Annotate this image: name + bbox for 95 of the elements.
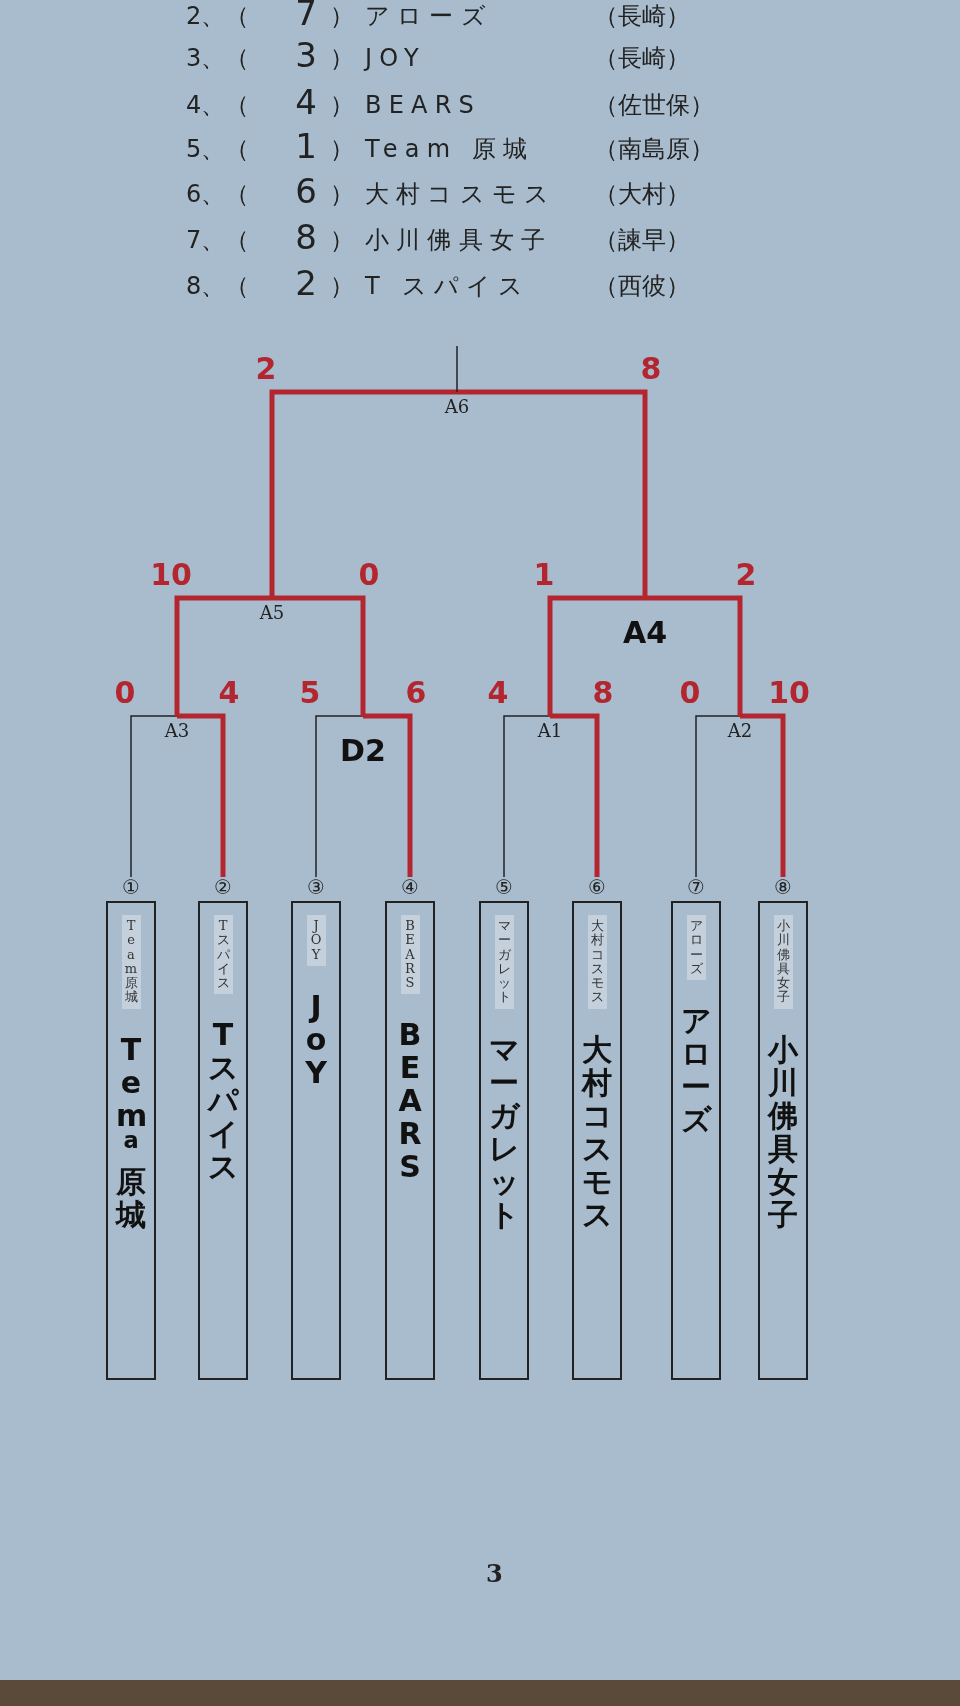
handwritten-seed: 4 — [294, 85, 318, 119]
printed-name: Tスパイス — [213, 915, 233, 995]
printed-name: 大村コスモス — [587, 915, 607, 1009]
printed-name: Team原城 — [121, 915, 141, 1009]
score-label: 4 — [486, 678, 510, 708]
team-name: T スパイス — [365, 271, 531, 302]
match-label: A6 — [417, 392, 497, 419]
seed-number: ⑤ — [495, 877, 513, 901]
handwritten-seed: 2 — [294, 266, 318, 300]
bracket-line — [456, 345, 458, 393]
team-name: JOY — [365, 43, 426, 74]
list-number: 7、（ — [186, 225, 250, 256]
handwritten-seed: 1 — [294, 129, 318, 163]
printed-name: マーガレット — [494, 915, 514, 1009]
list-paren: ） — [330, 134, 354, 165]
bracket-line — [315, 715, 364, 878]
team-name: Team 原城 — [365, 134, 535, 165]
handwritten-name: JoY — [304, 989, 328, 1089]
team-region: （西彼） — [594, 271, 690, 302]
match-label: A5 — [232, 598, 312, 625]
team-name: アローズ — [365, 1, 493, 32]
score-label: 2 — [734, 560, 758, 590]
bracket-line — [272, 595, 366, 716]
list-number: 8、（ — [186, 271, 250, 302]
handwritten-name: 大村コスモス — [582, 1032, 612, 1231]
score-label: 0 — [678, 678, 702, 708]
seed-number: ④ — [401, 877, 419, 901]
page-number: 3 — [486, 1558, 503, 1590]
bracket-line — [740, 713, 786, 877]
team-region: （大村） — [594, 179, 690, 210]
bracket-line — [269, 389, 457, 598]
score-label: 5 — [298, 678, 322, 708]
bracket-line — [503, 715, 551, 878]
team-name: BEARS — [365, 90, 481, 121]
score-label: 8 — [591, 678, 615, 708]
score-label: 0 — [113, 678, 137, 708]
handwritten-seed: 8 — [294, 220, 318, 254]
score-label: 8 — [639, 354, 663, 384]
team-region: （佐世保） — [594, 90, 714, 121]
seed-number: ⑦ — [687, 877, 705, 901]
team-name: 小川佛具女子 — [365, 225, 553, 256]
match-label: D2 — [323, 716, 403, 766]
bracket-line — [363, 713, 413, 877]
printed-name: JOY — [306, 915, 326, 966]
bracket-line — [130, 715, 178, 878]
seed-number: ⑧ — [774, 877, 792, 901]
list-number: 2、（ — [186, 1, 250, 32]
score-label: 10 — [767, 678, 811, 708]
score-label: 1 — [532, 560, 556, 590]
list-number: 4、（ — [186, 90, 250, 121]
handwritten-name: アローズ — [681, 1004, 711, 1137]
seed-number: ③ — [307, 877, 325, 901]
match-label: A4 — [605, 598, 685, 648]
handwritten-seed: 3 — [294, 38, 318, 72]
team-name: 大村コスモス — [365, 179, 557, 210]
bracket-line — [645, 595, 743, 716]
bracket-line — [174, 595, 272, 716]
list-paren: ） — [330, 1, 354, 32]
team-region: （長崎） — [594, 43, 690, 74]
handwritten-name: マーガレット — [489, 1032, 519, 1231]
list-number: 5、（ — [186, 134, 250, 165]
score-label: 4 — [217, 678, 241, 708]
score-label: 0 — [357, 560, 381, 590]
seed-number: ⑥ — [588, 877, 606, 901]
list-paren: ） — [330, 90, 354, 121]
match-label: A1 — [510, 716, 590, 743]
printed-name: BEARS — [400, 915, 420, 995]
match-label: A3 — [137, 716, 217, 743]
list-paren: ） — [330, 43, 354, 74]
score-label: 2 — [254, 354, 278, 384]
score-label: 6 — [404, 678, 428, 708]
list-paren: ） — [330, 271, 354, 302]
printed-name: 小川佛具女子 — [773, 915, 793, 1009]
printed-name: アローズ — [686, 915, 706, 981]
bracket-line — [547, 595, 645, 716]
list-number: 3、（ — [186, 43, 250, 74]
bracket-line — [695, 715, 741, 878]
handwritten-name: Tスパイス — [208, 1018, 238, 1184]
list-paren: ） — [330, 225, 354, 256]
list-paren: ） — [330, 179, 354, 210]
seed-number: ① — [122, 877, 140, 901]
list-number: 6、（ — [186, 179, 250, 210]
team-region: （長崎） — [594, 1, 690, 32]
team-region: （諫早） — [594, 225, 690, 256]
bracket-line — [457, 389, 648, 598]
match-label: A2 — [700, 716, 780, 743]
seed-number: ② — [214, 877, 232, 901]
handwritten-name: BEARS — [397, 1018, 423, 1184]
bracket-line — [177, 713, 226, 877]
bracket-line — [550, 713, 600, 877]
handwritten-seed: 7 — [294, 0, 318, 30]
handwritten-name: 小川佛具女子 — [768, 1032, 798, 1231]
score-label: 10 — [149, 560, 193, 590]
team-region: （南島原） — [594, 134, 714, 165]
handwritten-seed: 6 — [294, 174, 318, 208]
